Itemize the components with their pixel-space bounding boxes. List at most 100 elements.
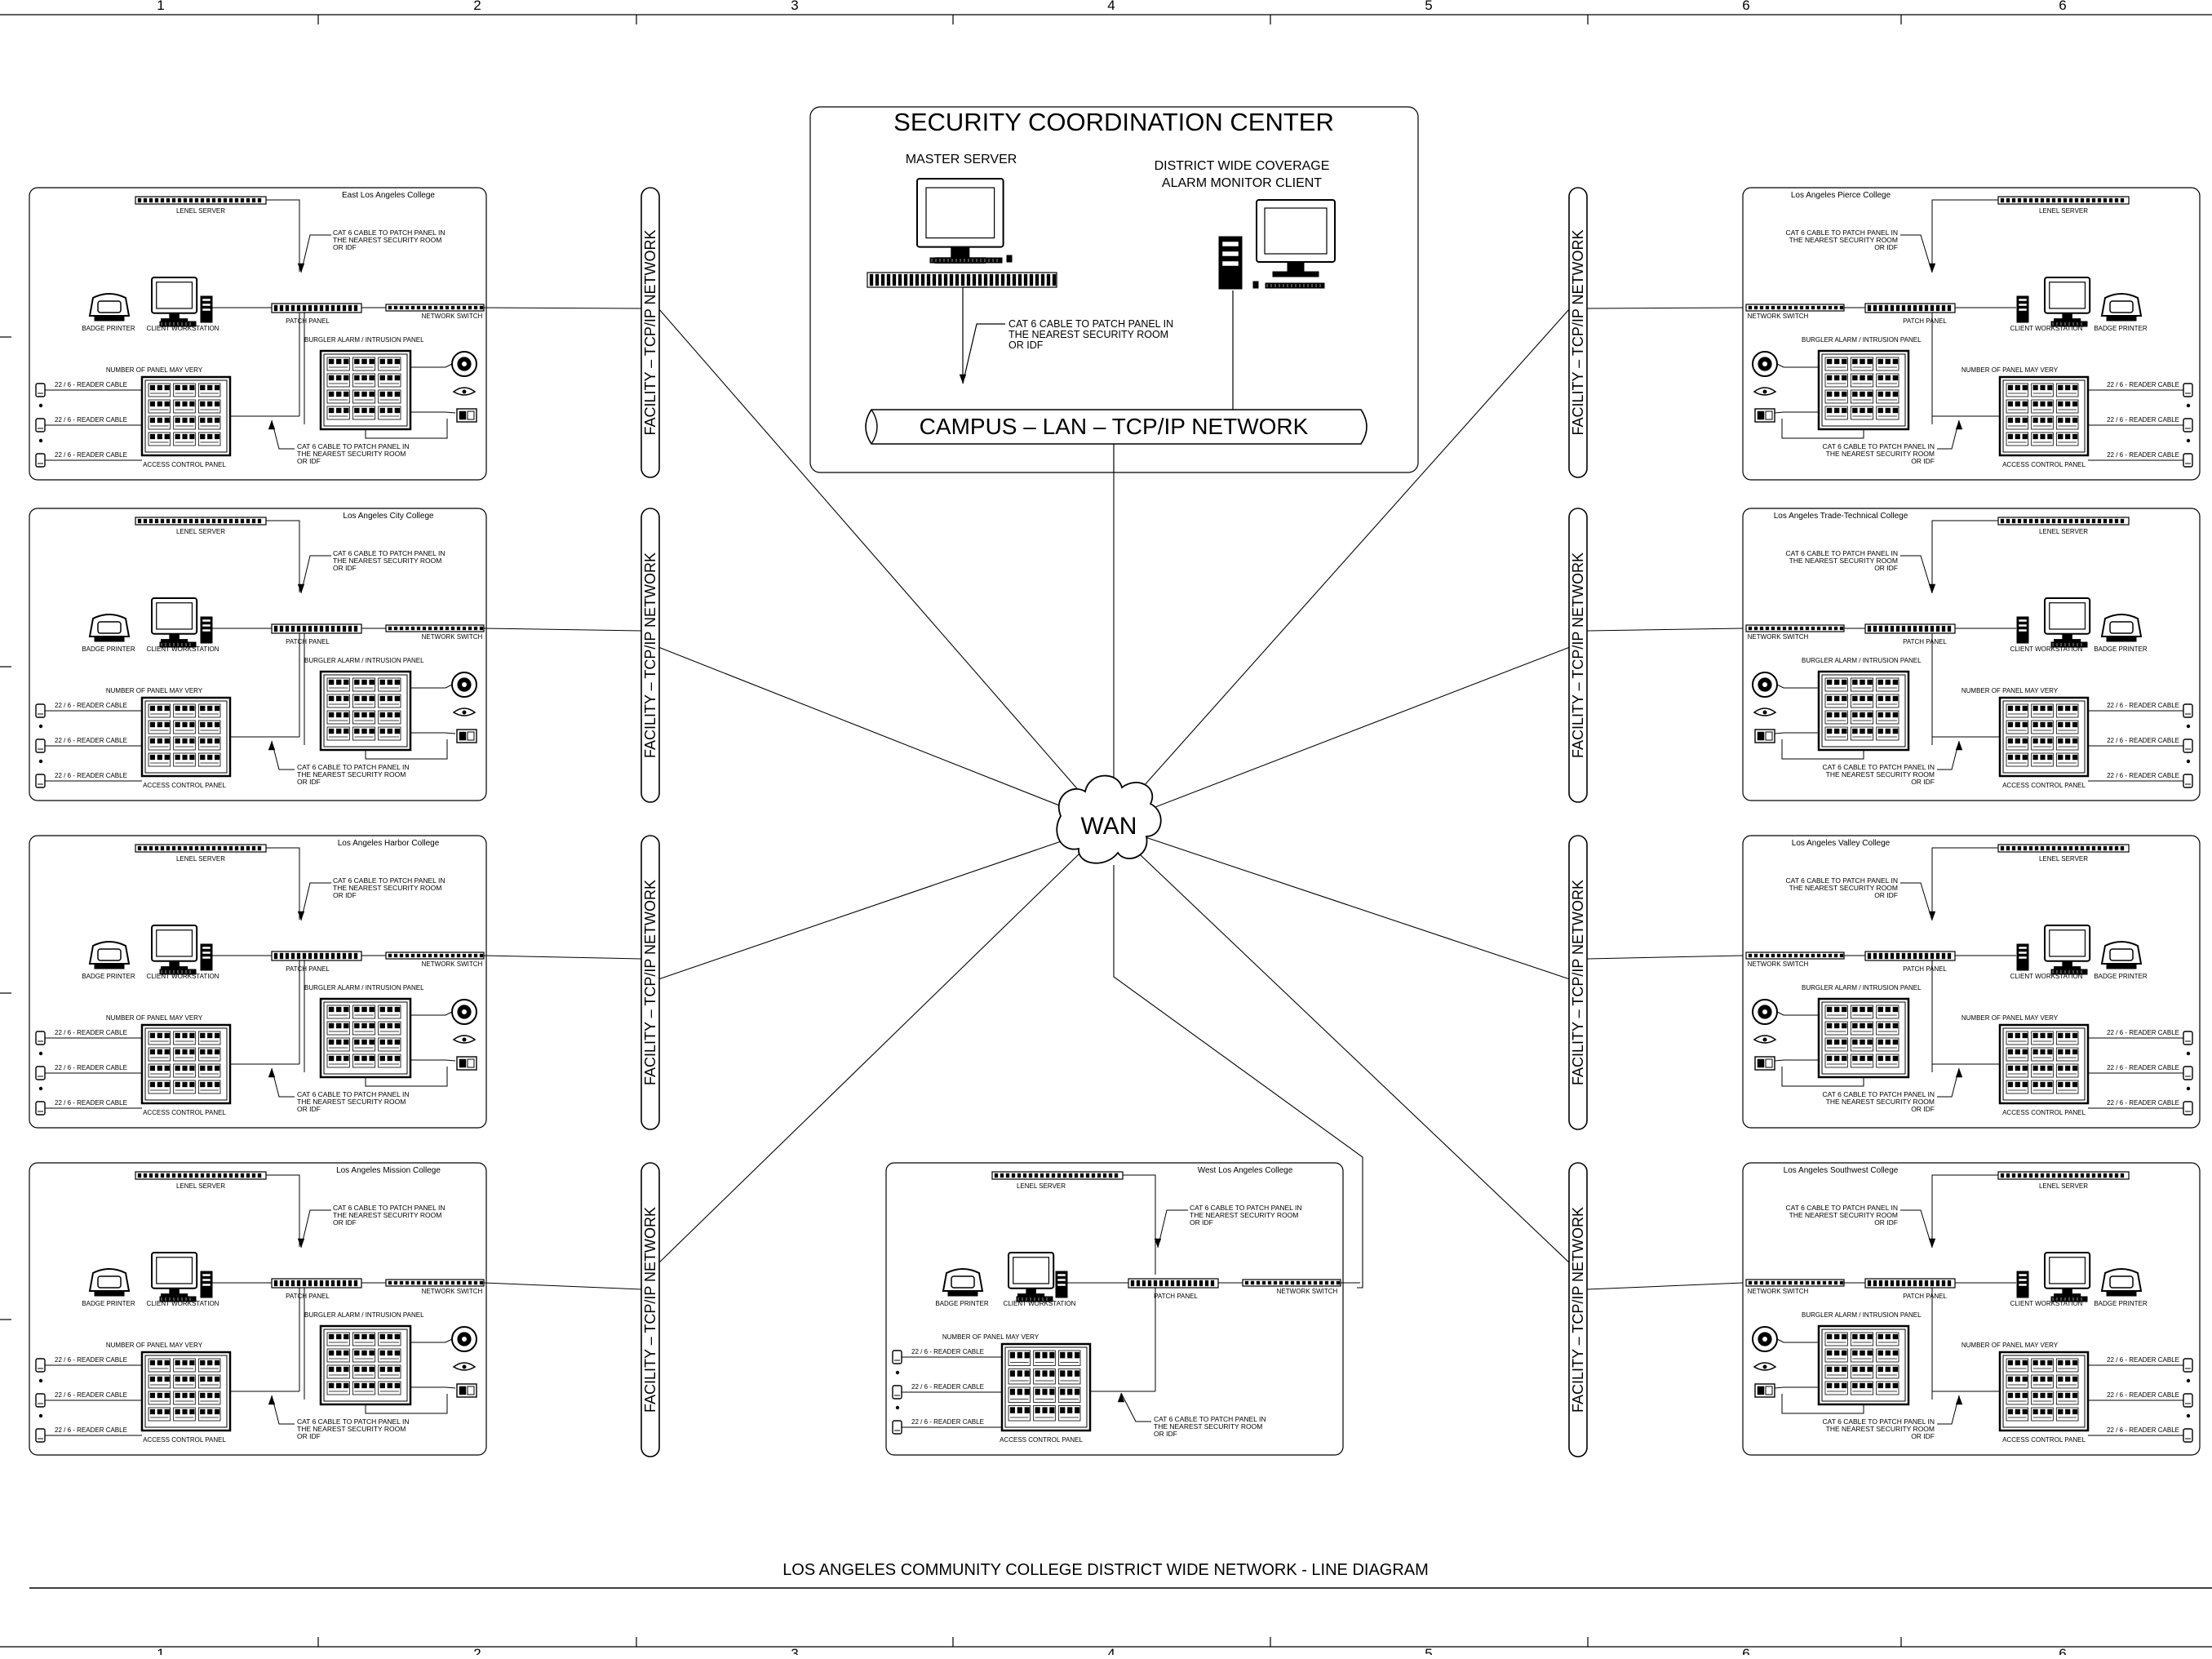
alarm-loop (1781, 1067, 1864, 1087)
workstation-keyboard (159, 641, 197, 648)
card-reader-icon (2183, 703, 2193, 718)
network-switch (1242, 1279, 1341, 1287)
lenel-server-drop (1931, 520, 1998, 592)
workstation-keyboard (2050, 641, 2088, 648)
badge-printer (88, 941, 131, 969)
panel-count-note: NUMBER OF PANEL MAY VERY (106, 687, 203, 694)
facility-pipe-label: FACILITY – TCP/IP NETWORK (1570, 880, 1586, 1085)
card-reader-icon (892, 1350, 902, 1364)
access-control-panel (1998, 1023, 2090, 1105)
alarm-loop (365, 1067, 448, 1087)
door-contact-icon (456, 1383, 477, 1398)
alarm-loop (365, 1394, 448, 1414)
workstation-monitor (2044, 597, 2091, 643)
access-control-panel (1000, 1342, 1092, 1432)
reader-cable-label: 22 / 6 - READER CABLE (55, 451, 127, 459)
cat6-note-line: OR IDF (1874, 564, 1898, 572)
facility-pipe-label: FACILITY – TCP/IP NETWORK (642, 1207, 658, 1413)
cat6-note-line: CAT 6 CABLE TO PATCH PANEL IN (297, 1417, 409, 1426)
badge-printer (2100, 614, 2143, 642)
network-switch-label: NETWORK SWITCH (422, 313, 483, 320)
arrowhead (297, 1238, 305, 1248)
door-contact-icon (1754, 1056, 1775, 1071)
access-control-panel (1998, 696, 2090, 778)
access-control-panel-label: ACCESS CONTROL PANEL (143, 782, 226, 789)
workstation-tower (200, 943, 213, 971)
continuation-dot (2186, 1086, 2191, 1091)
card-reader-icon (2183, 1101, 2193, 1116)
network-switch (385, 951, 485, 960)
continuation-dot (2186, 403, 2191, 408)
card-reader-icon (35, 418, 46, 432)
cat6-leader (300, 882, 331, 921)
workstation-keyboard (159, 1296, 197, 1302)
facility-pipe-label: FACILITY – TCP/IP NETWORK (1570, 552, 1586, 758)
cat6-note-line: CAT 6 CABLE TO PATCH PANEL IN (1154, 1415, 1266, 1423)
patch-panel-label: PATCH PANEL (1154, 1293, 1198, 1300)
cat6-note-line: THE NEAREST SECURITY ROOM (297, 1425, 406, 1433)
master-server-monitor (916, 178, 1004, 264)
patch-panel (271, 303, 362, 313)
workstation-keyboard (159, 969, 197, 975)
facility-tcpip-pipe: FACILITY – TCP/IP NETWORK (1568, 835, 1588, 1130)
lenel-server-label: LENEL SERVER (2039, 528, 2088, 535)
card-reader-icon (2183, 1393, 2193, 1408)
burglar-alarm-label: BURGLER ALARM / INTRUSION PANEL (304, 336, 424, 344)
wan-link (658, 824, 1110, 980)
continuation-dot (38, 1051, 43, 1056)
column-number-bottom: 3 (791, 1646, 798, 1655)
lenel-server (1997, 1171, 2130, 1180)
network-switch-label: NETWORK SWITCH (1748, 1288, 1809, 1295)
continuation-dot (38, 1378, 43, 1383)
client-workstation-label: CLIENT WORKSTATION (147, 973, 219, 980)
mouse-icon (1006, 255, 1013, 263)
cat6-note-line: THE NEAREST SECURITY ROOM (297, 1098, 406, 1106)
network-switch-label: NETWORK SWITCH (1748, 960, 1809, 968)
pipe-body (641, 508, 660, 803)
reader-cable-label: 22 / 6 - READER CABLE (2107, 1064, 2179, 1071)
panel-count-note: NUMBER OF PANEL MAY VERY (1962, 366, 2059, 374)
badge-printer-label: BADGE PRINTER (2094, 325, 2148, 332)
reader-cable-label: 22 / 6 - READER CABLE (2107, 451, 2179, 459)
continuation-dot (2186, 1413, 2191, 1418)
card-reader-icon (892, 1420, 902, 1435)
college-name: Los Angeles Valley College (1792, 839, 1891, 848)
college-name: Los Angeles City College (343, 512, 434, 521)
motion-sensor-icon (1753, 1362, 1777, 1371)
alarm-to-camera (410, 363, 453, 368)
burglar-alarm-panel (319, 670, 412, 752)
facility-tcpip-pipe: FACILITY – TCP/IP NETWORK (641, 1162, 660, 1457)
reader-cable-label: 22 / 6 - READER CABLE (2107, 1391, 2179, 1399)
continuation-dot (38, 1413, 43, 1418)
card-reader-icon (35, 1393, 46, 1408)
workstation-monitor (151, 925, 198, 970)
network-switch-label: NETWORK SWITCH (422, 1288, 483, 1295)
workstation-monitor (151, 597, 198, 643)
badge-printer-label: BADGE PRINTER (82, 325, 135, 332)
card-reader-icon (35, 1031, 46, 1045)
card-reader-icon (35, 739, 46, 753)
wan-link (1108, 824, 1571, 980)
patch-panel-label: PATCH PANEL (1903, 1293, 1947, 1300)
patch-panel-label: PATCH PANEL (286, 317, 330, 325)
burglar-alarm-panel (1817, 349, 1910, 431)
camera-icon (1752, 351, 1778, 377)
continuation-dot (2186, 724, 2191, 729)
burglar-alarm-label: BURGLER ALARM / INTRUSION PANEL (1802, 984, 1922, 991)
card-reader-icon (2183, 383, 2193, 397)
reader-cable-label: 22 / 6 - READER CABLE (55, 1426, 127, 1434)
burglar-alarm-label: BURGLER ALARM / INTRUSION PANEL (1802, 657, 1922, 664)
campus-lan-pipe: CAMPUS – LAN – TCP/IP NETWORK (865, 409, 1368, 445)
arrowhead (1928, 263, 1936, 273)
workstation-keyboard (2050, 969, 2088, 975)
network-switch-label: NETWORK SWITCH (422, 633, 483, 641)
